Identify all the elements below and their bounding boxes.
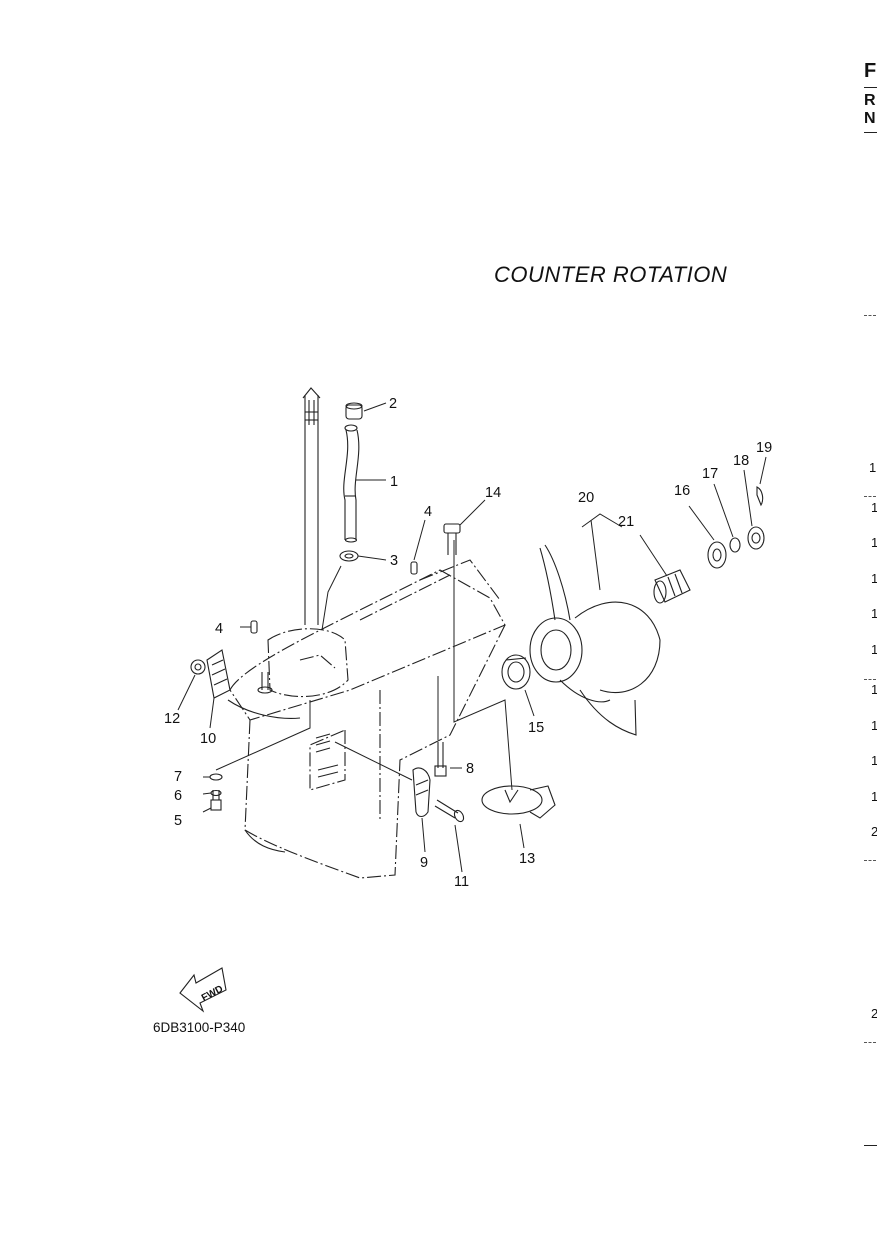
- washer: [707, 541, 727, 569]
- anode-block: [206, 649, 231, 699]
- edge-digit: 1: [871, 682, 877, 697]
- seal-washer: [339, 550, 359, 562]
- cotter-pin: [756, 486, 764, 507]
- callout-numbers: 1 2 3 4 4 5 6 7 8 9 10 11 12 13 14 15 16…: [164, 396, 772, 890]
- callout-6: 6: [174, 788, 182, 804]
- fwd-arrow-icon: [179, 967, 227, 1013]
- dowel-pin: [410, 561, 418, 575]
- water-inlet-grille: [315, 733, 339, 778]
- bolt: [443, 523, 461, 555]
- spline-washer: [653, 569, 691, 604]
- propeller: [529, 544, 661, 736]
- spacer: [501, 654, 531, 690]
- edge-header-letter: N: [864, 110, 876, 127]
- edge-dash: [864, 679, 876, 681]
- callout-7: 7: [174, 769, 182, 785]
- edge-digit: 1: [871, 500, 877, 515]
- edge-dash: [864, 860, 876, 862]
- edge-digit: 1: [871, 535, 877, 550]
- edge-dash: [864, 315, 876, 317]
- callout-19: 19: [756, 440, 772, 456]
- callout-3: 3: [390, 553, 398, 569]
- callout-4: 4: [424, 504, 432, 520]
- edge-digit: 1: [871, 571, 877, 586]
- bolt: [434, 742, 447, 777]
- callout-17: 17: [702, 466, 718, 482]
- edge-digit: 1: [871, 789, 877, 804]
- housing-lower-rim: [227, 699, 301, 853]
- diagram-reference-code: 6DB3100-P340: [153, 1020, 246, 1035]
- callout-14: 14: [485, 485, 501, 501]
- edge-header-letter: F: [864, 60, 877, 82]
- trim-tab: [481, 785, 556, 819]
- callout-16: 16: [674, 483, 690, 499]
- edge-rule: [864, 132, 877, 133]
- edge-digit: 2: [871, 824, 877, 839]
- page-title: COUNTER ROTATION: [494, 262, 728, 287]
- edge-digit: 1: [871, 718, 877, 733]
- washer: [729, 537, 741, 553]
- callout-11: 11: [454, 874, 469, 890]
- edge-dash: [864, 1042, 876, 1044]
- edge-rule: [864, 1145, 877, 1146]
- plate-washer: [209, 773, 223, 781]
- callout-5: 5: [174, 813, 182, 829]
- dowel-pin: [250, 620, 258, 634]
- edge-digit: 1: [871, 642, 877, 657]
- callout-18: 18: [733, 453, 749, 469]
- water-tube: [343, 424, 360, 543]
- edge-dash: [864, 496, 876, 498]
- callout-13: 13: [519, 851, 535, 867]
- edge-digit: 1: [871, 606, 877, 621]
- lower-case-housing: [229, 559, 506, 879]
- leader-lines: [177, 402, 767, 873]
- edge-digit: 1: [869, 460, 877, 475]
- fwd-label: FWD: [200, 984, 225, 1004]
- propeller-nut: [747, 526, 765, 550]
- nut: [190, 659, 206, 675]
- grommet: [345, 402, 363, 420]
- callout-4: 4: [215, 621, 223, 637]
- edge-header-letter: R: [864, 92, 876, 109]
- stud-bolt: [257, 672, 273, 694]
- callout-15: 15: [528, 720, 544, 736]
- callout-1: 1: [390, 474, 398, 490]
- callout-2: 2: [389, 396, 397, 412]
- bolt: [434, 799, 465, 823]
- callout-12: 12: [164, 711, 180, 727]
- callout-9: 9: [420, 855, 428, 871]
- drive-shaft: [302, 387, 321, 625]
- edge-rule: [864, 87, 877, 88]
- callout-21: 21: [618, 514, 634, 530]
- callout-20: 20: [578, 490, 594, 506]
- edge-digit: 1: [871, 753, 877, 768]
- callout-8: 8: [466, 761, 474, 777]
- callout-10: 10: [200, 731, 216, 747]
- edge-digit: 2: [871, 1006, 877, 1021]
- bolt: [210, 790, 222, 811]
- trim-anode: [412, 767, 431, 818]
